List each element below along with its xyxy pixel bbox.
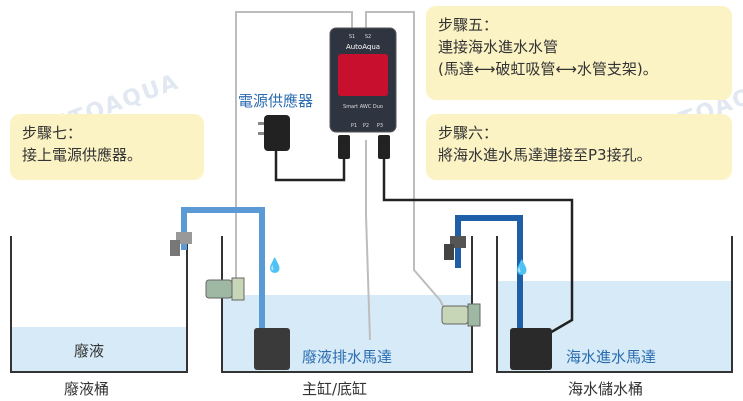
waste-pump [254,328,290,370]
controller: AutoAqua Smart AWC Duo S1 S2 P1 P2 P3 [329,27,397,133]
port-s1: S1 [349,34,355,40]
plug-right [378,135,390,159]
waste-tube-holder [170,232,192,256]
note-step5-line1: 連接海水進水水管 [438,38,559,56]
seawater-bucket-outline [496,236,733,373]
controller-model: Smart AWC Duo [343,104,383,110]
note-step6-title: 步驟六： [438,124,499,142]
seawater-pump [510,328,552,370]
power-cable [274,150,346,182]
droplet-icon-2: 💧 [513,259,530,276]
drain-cable-p2 [365,140,371,341]
plug-left [338,135,350,159]
note-step7: 步驟七： 接上電源供應器。 [10,114,204,180]
note-step6: 步驟六： 將海水進水馬達連接至P3接孔。 [426,114,732,180]
waste-bucket-water [11,327,187,371]
sensor-cable-s2 [365,11,447,313]
note-step6-line1: 將海水進水馬達連接至P3接孔。 [438,146,652,164]
controller-brand: AutoAqua [346,43,380,51]
power-adapter [258,115,290,151]
waste-bucket-outline [10,236,188,373]
float-sensor-2 [441,303,481,327]
port-s2: S2 [365,34,371,40]
waste-bucket-label: 廢液桶 [64,380,110,398]
seawater-bucket-label: 海水儲水桶 [568,380,644,398]
droplet-icon-1: 💧 [266,257,283,274]
note-step5-line2: (馬達⟷破虹吸管⟷水管支架)。 [438,60,658,78]
main-tank-label: 主缸/底缸 [302,380,368,398]
note-step5: 步驟五： 連接海水進水水管 (馬達⟷破虹吸管⟷水管支架)。 [426,6,732,100]
waste-pump-label: 廢液排水馬達 [302,348,393,366]
float-sensor-1 [205,277,245,301]
power-supply-label: 電源供應器 [238,92,314,110]
port-p3: P3 [377,123,383,129]
pump-cable-p3 [382,155,574,336]
port-p1: P1 [351,123,357,129]
seawater-pump-label: 海水進水馬達 [566,348,657,366]
port-p2: P2 [363,123,369,129]
waste-drain-tube [181,207,265,335]
note-step5-title: 步驟五： [438,16,499,34]
seawater-tube-holder [444,236,466,260]
note-step7-title: 步驟七： [22,124,83,142]
note-step7-line1: 接上電源供應器。 [22,146,143,164]
waste-liquid-label: 廢液 [74,342,105,360]
